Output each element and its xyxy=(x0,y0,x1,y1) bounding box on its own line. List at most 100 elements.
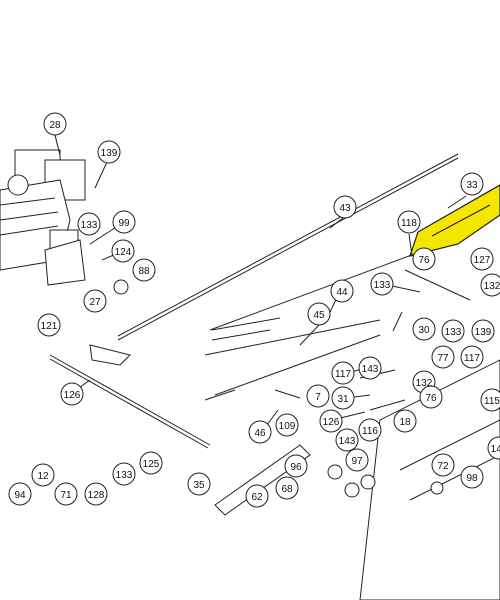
rod-43 xyxy=(117,157,459,341)
callout-label: 72 xyxy=(437,461,449,472)
callout-124[interactable]: 124 xyxy=(111,239,135,263)
callout-117[interactable]: 117 xyxy=(460,345,484,369)
callout-139[interactable]: 139 xyxy=(97,140,121,164)
callout-143[interactable]: 143 xyxy=(358,356,382,380)
callout-18[interactable]: 18 xyxy=(393,409,417,433)
callout-label: 144 xyxy=(491,444,500,455)
callout-68[interactable]: 68 xyxy=(275,476,299,500)
callout-35[interactable]: 35 xyxy=(187,472,211,496)
callout-27[interactable]: 27 xyxy=(83,289,107,313)
bracket-part xyxy=(44,239,86,286)
callout-77[interactable]: 77 xyxy=(431,345,455,369)
callout-label: 43 xyxy=(339,203,351,214)
callout-label: 116 xyxy=(362,426,378,437)
callout-71[interactable]: 71 xyxy=(54,482,78,506)
callout-7[interactable]: 7 xyxy=(306,384,330,408)
callout-label: 118 xyxy=(401,218,417,229)
callout-116[interactable]: 116 xyxy=(358,418,382,442)
callout-label: 139 xyxy=(101,148,118,159)
callout-label: 7 xyxy=(315,392,321,403)
callout-133[interactable]: 133 xyxy=(77,212,101,236)
callout-46[interactable]: 46 xyxy=(248,420,272,444)
grip-part xyxy=(89,344,131,366)
callout-30[interactable]: 30 xyxy=(412,317,436,341)
callout-133[interactable]: 133 xyxy=(112,462,136,486)
callout-133[interactable]: 133 xyxy=(441,319,465,343)
callout-97[interactable]: 97 xyxy=(345,448,369,472)
callout-label: 76 xyxy=(425,393,437,404)
callout-98[interactable]: 98 xyxy=(460,465,484,489)
rod-44 xyxy=(209,249,426,331)
callout-label: 121 xyxy=(41,321,58,332)
callout-label: 117 xyxy=(335,369,351,380)
callout-label: 99 xyxy=(118,218,130,229)
callout-96[interactable]: 96 xyxy=(284,454,308,478)
callout-76[interactable]: 76 xyxy=(419,385,443,409)
callout-label: 30 xyxy=(418,325,430,336)
callout-76[interactable]: 76 xyxy=(412,247,436,271)
callout-label: 33 xyxy=(466,180,478,191)
callout-label: 71 xyxy=(60,490,72,501)
callout-109[interactable]: 109 xyxy=(275,413,299,437)
cable-45 xyxy=(204,319,381,356)
callout-label: 44 xyxy=(336,287,348,298)
callout-44[interactable]: 44 xyxy=(330,279,354,303)
callout-label: 97 xyxy=(351,456,363,467)
callout-28[interactable]: 28 xyxy=(43,112,67,136)
callout-label: 28 xyxy=(49,120,61,131)
callout-label: 143 xyxy=(362,364,379,375)
callout-43[interactable]: 43 xyxy=(333,195,357,219)
callout-144[interactable]: 144 xyxy=(487,436,500,460)
callout-132[interactable]: 132 xyxy=(480,273,500,297)
callout-label: 126 xyxy=(323,417,340,428)
callout-125[interactable]: 125 xyxy=(139,451,163,475)
callout-117[interactable]: 117 xyxy=(331,361,355,385)
callout-label: 127 xyxy=(474,255,491,266)
callout-label: 109 xyxy=(279,421,296,432)
callout-label: 143 xyxy=(339,436,356,447)
callout-121[interactable]: 121 xyxy=(37,313,61,337)
callout-label: 115 xyxy=(484,396,500,407)
callout-143[interactable]: 143 xyxy=(335,428,359,452)
callout-label: 117 xyxy=(464,353,480,364)
callout-label: 133 xyxy=(374,280,391,291)
callout-88[interactable]: 88 xyxy=(132,258,156,282)
callout-127[interactable]: 127 xyxy=(470,247,494,271)
callout-label: 35 xyxy=(193,480,205,491)
callout-label: 125 xyxy=(143,459,160,470)
callout-72[interactable]: 72 xyxy=(431,453,455,477)
callout-118[interactable]: 118 xyxy=(397,210,421,234)
callout-139[interactable]: 139 xyxy=(471,319,495,343)
callout-128[interactable]: 128 xyxy=(84,482,108,506)
callout-62[interactable]: 62 xyxy=(245,484,269,508)
callout-label: 62 xyxy=(251,492,263,503)
callout-31[interactable]: 31 xyxy=(331,386,355,410)
callout-126[interactable]: 126 xyxy=(319,409,343,433)
callout-label: 133 xyxy=(445,327,462,338)
callout-label: 68 xyxy=(281,484,293,495)
callout-label: 128 xyxy=(88,490,105,501)
callout-99[interactable]: 99 xyxy=(112,210,136,234)
callout-45[interactable]: 45 xyxy=(307,302,331,326)
callout-label: 124 xyxy=(115,247,132,258)
callout-115[interactable]: 115 xyxy=(480,388,500,412)
callout-label: 94 xyxy=(14,490,26,501)
callout-12[interactable]: 12 xyxy=(31,463,55,487)
callout-label: 31 xyxy=(337,394,349,405)
callout-94[interactable]: 94 xyxy=(8,482,32,506)
callout-label: 96 xyxy=(290,462,302,473)
highlighted-part-33[interactable] xyxy=(409,184,500,257)
cable-46 xyxy=(214,334,381,396)
lever-part xyxy=(404,269,471,301)
callout-133[interactable]: 133 xyxy=(370,272,394,296)
callout-33[interactable]: 33 xyxy=(460,172,484,196)
pulley-part xyxy=(113,279,129,295)
callout-label: 133 xyxy=(81,220,98,231)
callout-label: 126 xyxy=(64,390,81,401)
callout-label: 132 xyxy=(416,378,433,389)
callout-label: 132 xyxy=(484,281,500,292)
rod-7 xyxy=(49,354,211,446)
callout-126[interactable]: 126 xyxy=(60,382,84,406)
